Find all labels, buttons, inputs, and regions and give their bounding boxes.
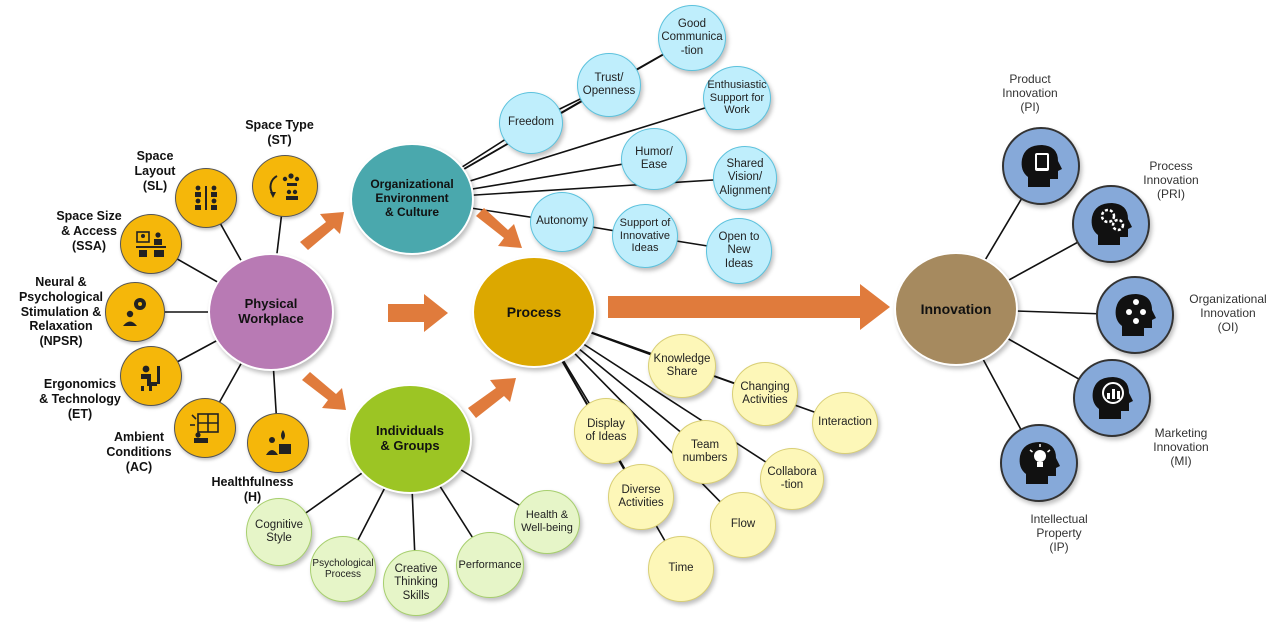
label-healthfulness: Healthfulness (H): [211, 475, 294, 504]
arrow-physical-to-individuals: [302, 372, 346, 410]
individual-factor-performance: Performance: [456, 532, 524, 598]
head-chart-icon: [1073, 359, 1151, 437]
label-marketing-innovation: Marketing Innovation (MI): [1153, 426, 1209, 469]
label-neural-psychological: Neural & Psychological Stimulation & Rel…: [18, 275, 104, 348]
organizational-environment-node: Organizational Environment & Culture: [350, 143, 474, 255]
process-factor-changing-activities: Changing Activities: [732, 362, 798, 426]
arrow-physical-to-process: [388, 294, 448, 332]
org-factor-humor: Humor/ Ease: [621, 128, 687, 190]
arrow-org-to-process: [476, 208, 522, 248]
innovation-label: Innovation: [920, 300, 992, 317]
org-factor-shared-vision: Shared Vision/ Alignment: [713, 146, 777, 210]
desk-layout-icon: [175, 168, 237, 228]
person-thought-icon: [105, 282, 165, 342]
org-factor-open-new-ideas: Open to New Ideas: [706, 218, 772, 284]
arrow-individuals-to-process: [468, 378, 516, 418]
label-product-innovation: Product Innovation (PI): [1002, 72, 1058, 115]
individual-factor-creative-thinking: Creative Thinking Skills: [383, 550, 449, 616]
individual-factor-health-wellbeing: Health & Well-being: [514, 490, 580, 554]
process-factor-flow: Flow: [710, 492, 776, 558]
head-lightbulb-icon: [1000, 424, 1078, 502]
label-intellectual-property: Intellectual Property (IP): [1030, 512, 1088, 555]
team-meeting-icon: [252, 155, 318, 217]
physical-workplace-label: Physical Workplace: [238, 296, 304, 326]
physical-workplace-node: Physical Workplace: [208, 253, 334, 371]
process-factor-diverse-activities: Diverse Activities: [608, 464, 674, 530]
process-factor-knowledge-share: Knowledge Share: [648, 334, 716, 398]
org-factor-freedom: Freedom: [499, 92, 563, 154]
individual-factor-psychological-process: Psychological Process: [310, 536, 376, 602]
arrow-process-to-innovation: [608, 284, 890, 330]
process-factor-collaboration: Collabora -tion: [760, 448, 824, 510]
process-label: Process: [506, 303, 562, 320]
healthy-worker-icon: [247, 413, 309, 473]
org-factor-trust: Trust/ Openness: [577, 53, 641, 117]
label-space-type: Space Type (ST): [245, 118, 314, 147]
label-space-layout: Space Layout (SL): [134, 149, 176, 193]
org-factor-autonomy: Autonomy: [530, 192, 594, 252]
individual-factor-cognitive-style: Cognitive Style: [246, 498, 312, 566]
head-gears-icon: [1072, 185, 1150, 263]
label-ambient-conditions: Ambient Conditions (AC): [106, 430, 172, 474]
arrow-physical-to-org: [300, 212, 344, 250]
workstation-icon: [120, 346, 182, 406]
office-space-icon: [120, 214, 182, 274]
process-factor-time: Time: [648, 536, 714, 602]
window-light-icon: [174, 398, 236, 458]
label-organizational-innovation: Organizational Innovation (OI): [1189, 292, 1267, 335]
process-factor-display-ideas: Display of Ideas: [574, 398, 638, 464]
individuals-groups-node: Individuals & Groups: [348, 384, 472, 494]
label-space-size-access: Space Size & Access (SSA): [56, 209, 122, 253]
individuals-groups-label: Individuals & Groups: [376, 423, 444, 453]
org-factor-support-innovative-ideas: Support of Innovative Ideas: [612, 204, 678, 268]
label-ergonomics-technology: Ergonomics & Technology (ET): [39, 377, 121, 421]
org-factor-enthusiastic-support: Enthusiastic Support for Work: [703, 66, 771, 130]
head-tablet-icon: [1002, 127, 1080, 205]
org-factor-good-communication: Good Communica -tion: [658, 5, 726, 71]
process-factor-team-numbers: Team numbers: [672, 420, 738, 484]
process-node: Process: [472, 256, 596, 368]
head-hierarchy-icon: [1096, 276, 1174, 354]
organizational-environment-label: Organizational Environment & Culture: [370, 177, 454, 219]
label-process-innovation: Process Innovation (PRI): [1143, 159, 1199, 202]
innovation-node: Innovation: [894, 252, 1018, 366]
process-factor-interaction: Interaction: [812, 392, 878, 454]
